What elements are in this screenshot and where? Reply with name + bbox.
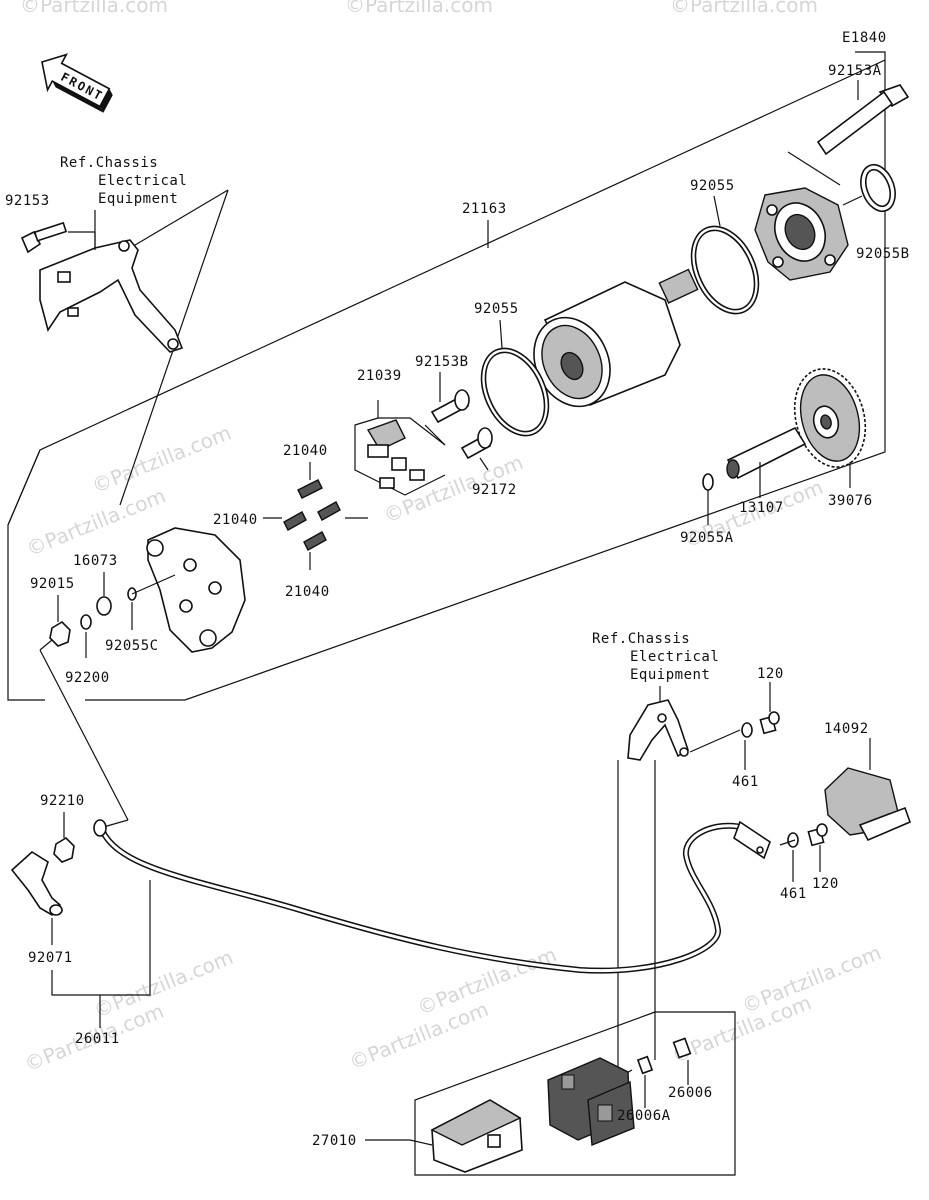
svg-text:Ref.Chassis: Ref.Chassis — [592, 631, 690, 647]
gear-39076-icon — [793, 368, 867, 488]
front-arrow-icon: FRONT — [41, 53, 113, 113]
svg-text:Electrical: Electrical — [630, 649, 719, 665]
oring-92055A-icon — [702, 473, 714, 491]
label-92210: 92210 — [40, 793, 85, 809]
brush-holder-21039-icon — [354, 400, 446, 496]
label-92153B: 92153B — [415, 354, 469, 370]
label-21039: 21039 — [357, 368, 402, 384]
spring-21040-icon — [263, 462, 368, 570]
rear-cover-icon — [754, 187, 849, 281]
leader-line — [131, 574, 176, 595]
part-labels: 92153A 92153 21163 92055 92055B 92055 92… — [5, 63, 910, 1149]
label-26006A: 26006A — [617, 1108, 671, 1124]
leader-line — [842, 195, 863, 206]
label-92015: 92015 — [30, 576, 75, 592]
label-92071: 92071 — [28, 950, 73, 966]
fuse-26006A-icon — [636, 1055, 654, 1108]
label-21040-a: 21040 — [283, 443, 328, 459]
label-21040-c: 21040 — [285, 584, 330, 600]
front-cover-icon — [146, 527, 246, 653]
label-21040-b: 21040 — [213, 512, 258, 528]
label-92153A: 92153A — [828, 63, 882, 79]
bracket-26011 — [51, 880, 151, 996]
label-92055-mid: 92055 — [474, 301, 519, 317]
diagram-code: E1840 — [842, 30, 887, 46]
watermark: ©Partzilla.com — [90, 945, 236, 1023]
leader-line — [39, 649, 129, 821]
bolt-92153B-icon — [430, 372, 470, 424]
label-92153: 92153 — [5, 193, 50, 209]
washer-16073-icon — [96, 596, 112, 616]
label-26006: 26006 — [668, 1085, 713, 1101]
outline-segment — [7, 449, 41, 526]
label-120-a: 120 — [757, 666, 784, 682]
svg-text:Electrical: Electrical — [98, 173, 187, 189]
relay-27010-icon — [547, 1057, 635, 1147]
bolt-120-b-icon — [807, 823, 828, 847]
watermark: ©Partzilla.com — [670, 0, 818, 17]
label-16073: 16073 — [73, 553, 118, 569]
bolt-92153A-icon — [787, 80, 910, 186]
svg-text:Equipment: Equipment — [98, 191, 178, 207]
cover-14092-icon — [824, 738, 912, 842]
svg-text:Equipment: Equipment — [630, 667, 710, 683]
label-461-a: 461 — [732, 774, 759, 790]
label-92055C: 92055C — [105, 638, 159, 654]
label-13107: 13107 — [739, 500, 784, 516]
starter-assembly-outline — [7, 51, 886, 701]
label-27010: 27010 — [312, 1133, 357, 1149]
bolt-92153-icon — [20, 221, 68, 254]
leader-line — [499, 319, 503, 349]
ref-chassis-top: Ref.Chassis Electrical Equipment — [20, 155, 229, 506]
fuse-26006-icon — [672, 1037, 692, 1085]
starter-assembly-outline-lower — [85, 60, 886, 701]
bolt-120-a-icon — [759, 711, 780, 735]
label-92055-top: 92055 — [690, 178, 735, 194]
label-26011: 26011 — [75, 1031, 120, 1047]
washer-92200-icon — [80, 614, 92, 630]
ref-chassis-lower: Ref.Chassis Electrical Equipment — [592, 631, 741, 1079]
label-21163: 21163 — [462, 201, 507, 217]
starter-motor-icon — [533, 268, 699, 408]
svg-text:Ref.Chassis: Ref.Chassis — [60, 155, 158, 171]
label-120-b: 120 — [812, 876, 839, 892]
label-92055B: 92055B — [856, 246, 910, 262]
label-92200: 92200 — [65, 670, 110, 686]
label-92172: 92172 — [472, 482, 517, 498]
leader-line — [39, 639, 53, 651]
nut-92210-icon — [53, 836, 75, 863]
label-39076: 39076 — [828, 493, 873, 509]
label-461-b: 461 — [780, 886, 807, 902]
leader-line — [779, 839, 796, 846]
watermark: ©Partzilla.com — [345, 0, 493, 17]
label-14092: 14092 — [824, 721, 869, 737]
watermark: ©Partzilla.com — [88, 420, 234, 498]
washer-461-b-icon — [787, 832, 799, 848]
cap-92071-icon — [10, 851, 63, 917]
watermark: ©Partzilla.com — [20, 0, 168, 17]
starter-cable-26011-icon — [93, 819, 771, 974]
washer-461-a-icon — [741, 722, 753, 738]
leader-line — [409, 1139, 433, 1146]
label-92055A: 92055A — [680, 530, 734, 546]
relay-outline — [414, 1011, 736, 1176]
leader-line — [713, 195, 721, 227]
shaft-13107-icon — [726, 426, 807, 498]
relay-cover-icon — [430, 1099, 523, 1173]
nut-92015-icon — [49, 620, 71, 647]
bolt-92172-icon — [460, 427, 493, 471]
